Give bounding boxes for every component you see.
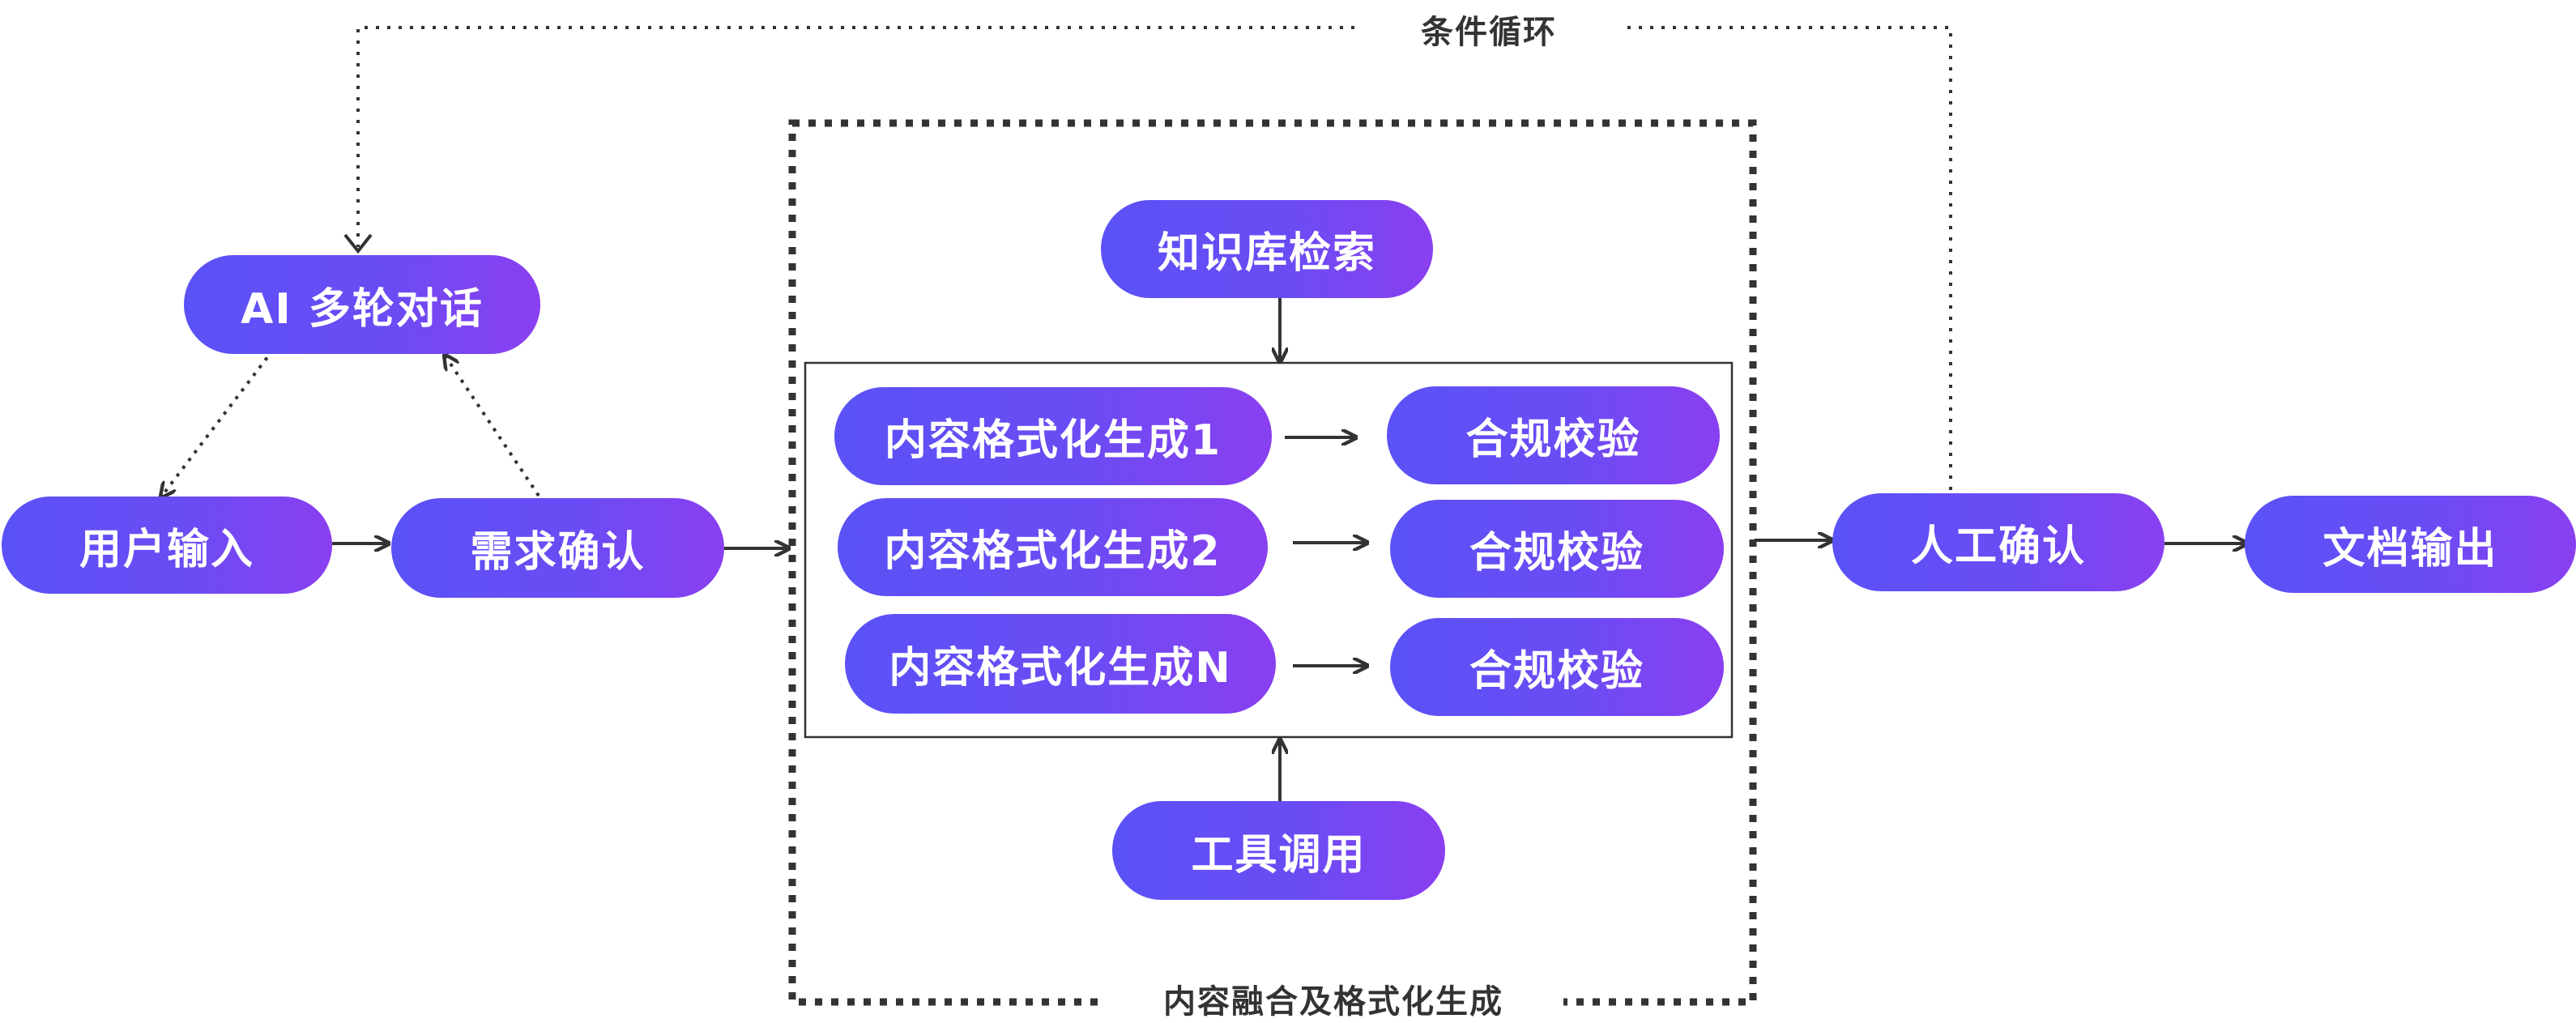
node-human-confirm: 人工确认 [1832,493,2164,591]
node-ai-dialogue: AI 多轮对话 [184,255,540,354]
node-doc-output: 文档输出 [2245,496,2576,593]
node-kb-search: 知识库检索 [1101,200,1433,298]
loop-arrow-head [343,233,373,254]
node-gen-2: 内容格式化生成2 [838,498,1268,596]
node-tool-call: 工具调用 [1112,801,1445,900]
node-requirement-confirm: 需求确认 [391,498,724,598]
node-check-1: 合规校验 [1387,386,1720,484]
generation-inner-box [804,361,1734,739]
node-check-2: 合规校验 [1390,500,1724,598]
fusion-group-label: 内容融合及格式化生成 [1103,974,1563,1023]
ai-to-user-dotted [162,348,275,496]
node-user-input: 用户输入 [2,497,332,594]
confirm-to-ai-dotted [446,356,540,497]
loop-label: 条件循环 [1354,5,1623,53]
node-gen-1: 内容格式化生成1 [834,387,1272,485]
loop-path [356,26,1952,490]
node-check-n: 合规校验 [1390,618,1724,716]
node-gen-n: 内容格式化生成N [845,614,1276,714]
